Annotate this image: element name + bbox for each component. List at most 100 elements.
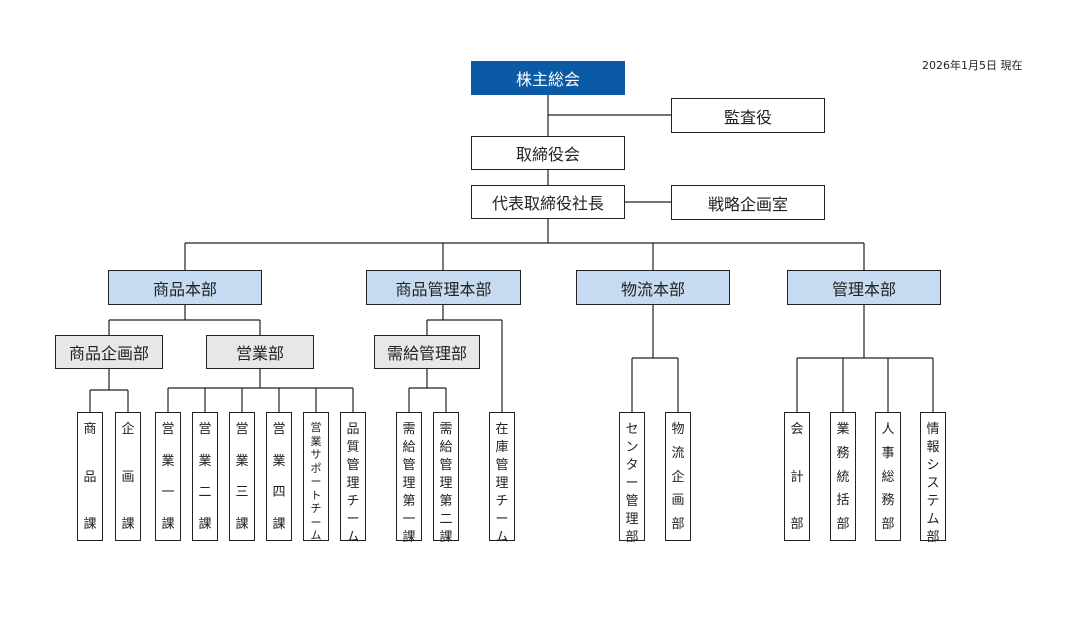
vertical-char: セ xyxy=(625,422,639,437)
vertical-char: 営 xyxy=(272,422,286,437)
vertical-char: 業 xyxy=(836,422,850,437)
president-box: 代表取締役社長 xyxy=(471,185,625,219)
vertical-char: タ xyxy=(625,458,639,473)
shareholders-meeting-box: 株主総会 xyxy=(471,61,625,95)
supply-demand-section-2-box: 需給管理第二課 xyxy=(433,412,459,545)
vertical-char: チ xyxy=(495,494,509,509)
vertical-char: 会 xyxy=(790,422,804,437)
product-management-division-box: 商品管理本部 xyxy=(366,270,521,305)
vertical-char: 人 xyxy=(881,422,895,437)
vertical-char: 品 xyxy=(346,422,360,437)
vertical-char: 部 xyxy=(926,530,940,545)
vertical-char: 二 xyxy=(439,512,453,527)
sales-section-3-box: 営業三課 xyxy=(229,412,255,541)
vertical-char: 企 xyxy=(121,422,135,437)
vertical-char: チ xyxy=(346,494,360,509)
vertical-char: 理 xyxy=(346,476,360,491)
vertical-char: 需 xyxy=(402,422,416,437)
vertical-char: 統 xyxy=(836,469,850,485)
vertical-char: ン xyxy=(625,440,639,455)
vertical-char: 在 xyxy=(495,422,509,437)
vertical-char: 第 xyxy=(402,494,416,509)
hr-general-affairs-dept-box: 人事総務部 xyxy=(875,412,901,541)
vertical-char: 課 xyxy=(161,516,175,532)
vertical-char: 商 xyxy=(83,422,97,437)
planning-section-box: 企画課 xyxy=(115,412,141,541)
vertical-char: 流 xyxy=(671,445,685,461)
vertical-char: 課 xyxy=(439,530,453,545)
vertical-char: 情 xyxy=(926,422,940,437)
vertical-char: テ xyxy=(926,494,940,509)
vertical-char: ム xyxy=(346,530,360,545)
vertical-char: 事 xyxy=(881,445,895,461)
supply-demand-dept-box: 需給管理部 xyxy=(374,335,480,369)
vertical-char: 報 xyxy=(926,440,940,455)
accounting-dept-box: 会計部 xyxy=(784,412,810,541)
vertical-char: 部 xyxy=(881,517,895,532)
vertical-char: 課 xyxy=(235,516,249,532)
vertical-char: 企 xyxy=(671,469,685,485)
vertical-char: 管 xyxy=(402,458,416,473)
strategy-office-box: 戦略企画室 xyxy=(671,185,825,220)
vertical-char: 営 xyxy=(310,421,322,434)
vertical-char: 課 xyxy=(272,516,286,532)
vertical-char: 計 xyxy=(790,469,804,485)
inventory-management-team-box: 在庫管理チーム xyxy=(489,412,515,545)
vertical-char: ム xyxy=(495,530,509,545)
vertical-char: 一 xyxy=(161,485,175,501)
vertical-char: 括 xyxy=(836,493,850,509)
vertical-char: チ xyxy=(310,502,322,515)
vertical-char: 管 xyxy=(439,458,453,473)
vertical-char: 一 xyxy=(402,512,416,527)
administration-division-box: 管理本部 xyxy=(787,270,941,305)
vertical-char: 理 xyxy=(495,476,509,491)
vertical-char: 管 xyxy=(625,494,639,509)
vertical-char: 部 xyxy=(625,530,639,545)
supply-demand-section-1-box: 需給管理第一課 xyxy=(396,412,422,545)
vertical-char: 物 xyxy=(671,422,685,437)
vertical-char: 三 xyxy=(235,485,249,501)
vertical-char: 管 xyxy=(495,458,509,473)
vertical-char: ー xyxy=(625,476,639,491)
logistics-division-box: 物流本部 xyxy=(576,270,730,305)
business-operations-dept-box: 業務統括部 xyxy=(830,412,856,541)
vertical-char: 第 xyxy=(439,494,453,509)
vertical-char: ム xyxy=(310,529,322,542)
vertical-char: 給 xyxy=(439,440,453,455)
sales-support-team-box: 営業サポートチーム xyxy=(303,412,329,542)
vertical-char: ポ xyxy=(310,461,322,475)
vertical-char: ー xyxy=(310,515,322,529)
sales-section-4-box: 営業四課 xyxy=(266,412,292,541)
vertical-char: 庫 xyxy=(495,440,509,455)
vertical-char: ー xyxy=(310,475,322,488)
vertical-char: 務 xyxy=(881,493,895,509)
product-section-box: 商品課 xyxy=(77,412,103,541)
vertical-char: 部 xyxy=(836,517,850,532)
vertical-char: 業 xyxy=(235,453,249,469)
vertical-char: 理 xyxy=(402,476,416,491)
vertical-char: 業 xyxy=(161,453,175,469)
board-of-directors-box: 取締役会 xyxy=(471,136,625,170)
vertical-char: 給 xyxy=(402,440,416,455)
vertical-char: 業 xyxy=(198,453,212,469)
as-of-date: 2026年1月5日 現在 xyxy=(922,59,1023,72)
vertical-char: ト xyxy=(310,488,322,502)
product-division-box: 商品本部 xyxy=(108,270,262,305)
vertical-char: 二 xyxy=(198,485,212,501)
sales-section-1-box: 営業一課 xyxy=(155,412,181,541)
logistics-planning-dept-box: 物流企画部 xyxy=(665,412,691,541)
vertical-char: 需 xyxy=(439,422,453,437)
vertical-char: 画 xyxy=(121,469,135,485)
information-systems-dept-box: 情報システム部 xyxy=(920,412,946,545)
vertical-char: 務 xyxy=(836,445,850,461)
vertical-char: シ xyxy=(926,458,940,473)
vertical-char: 総 xyxy=(881,469,895,485)
sales-section-2-box: 営業二課 xyxy=(192,412,218,541)
vertical-char: 課 xyxy=(121,517,135,532)
vertical-char: 課 xyxy=(402,530,416,545)
vertical-char: 四 xyxy=(272,485,286,501)
vertical-char: 課 xyxy=(83,517,97,532)
vertical-char: 営 xyxy=(198,422,212,437)
vertical-char: 質 xyxy=(346,440,360,455)
quality-management-team-box: 品質管理チーム xyxy=(340,412,366,545)
